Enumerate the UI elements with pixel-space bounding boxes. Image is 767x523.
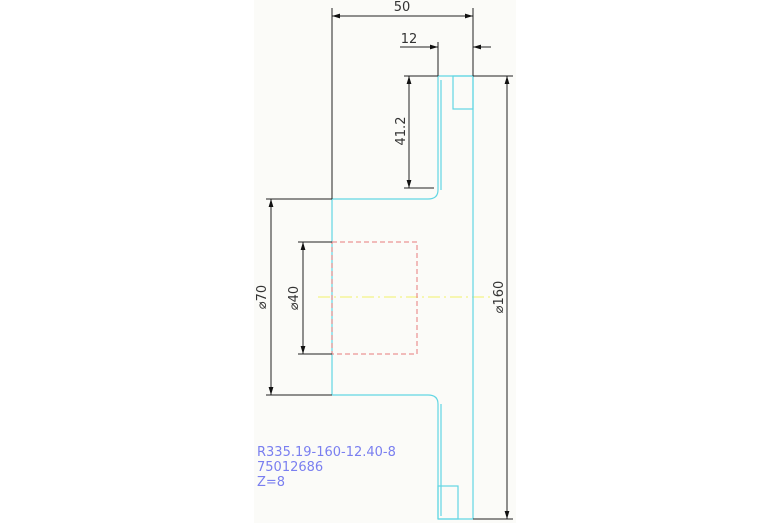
dim-160-label: ⌀160 bbox=[492, 281, 507, 314]
note-tooth-count: Z=8 bbox=[257, 475, 285, 490]
part-notes: R335.19-160-12.40-8 75012686 Z=8 bbox=[257, 445, 396, 490]
dim-50-label: 50 bbox=[394, 0, 411, 15]
dim-12-label: 12 bbox=[401, 32, 418, 47]
top-slot bbox=[452, 75, 474, 110]
dim-41-2-label: 41.2 bbox=[394, 117, 409, 146]
part-outline bbox=[331, 75, 474, 520]
dim-hub-diameter: ⌀70 bbox=[255, 198, 332, 396]
note-part-number: R335.19-160-12.40-8 bbox=[257, 445, 396, 460]
dim-overall-length: 50 bbox=[331, 0, 474, 199]
dim-bore-diameter: ⌀40 bbox=[287, 241, 332, 355]
dim-offset: 41.2 bbox=[394, 75, 438, 189]
bottom-slot bbox=[437, 485, 459, 520]
dim-70-label: ⌀70 bbox=[255, 285, 270, 309]
dim-flange-thickness: 12 bbox=[400, 32, 491, 76]
drawing-sheet bbox=[254, 0, 516, 523]
note-item-code: 75012686 bbox=[257, 460, 323, 475]
dim-outer-diameter: ⌀160 bbox=[473, 75, 513, 520]
hidden-bore bbox=[331, 241, 418, 355]
dim-40-label: ⌀40 bbox=[287, 286, 302, 310]
